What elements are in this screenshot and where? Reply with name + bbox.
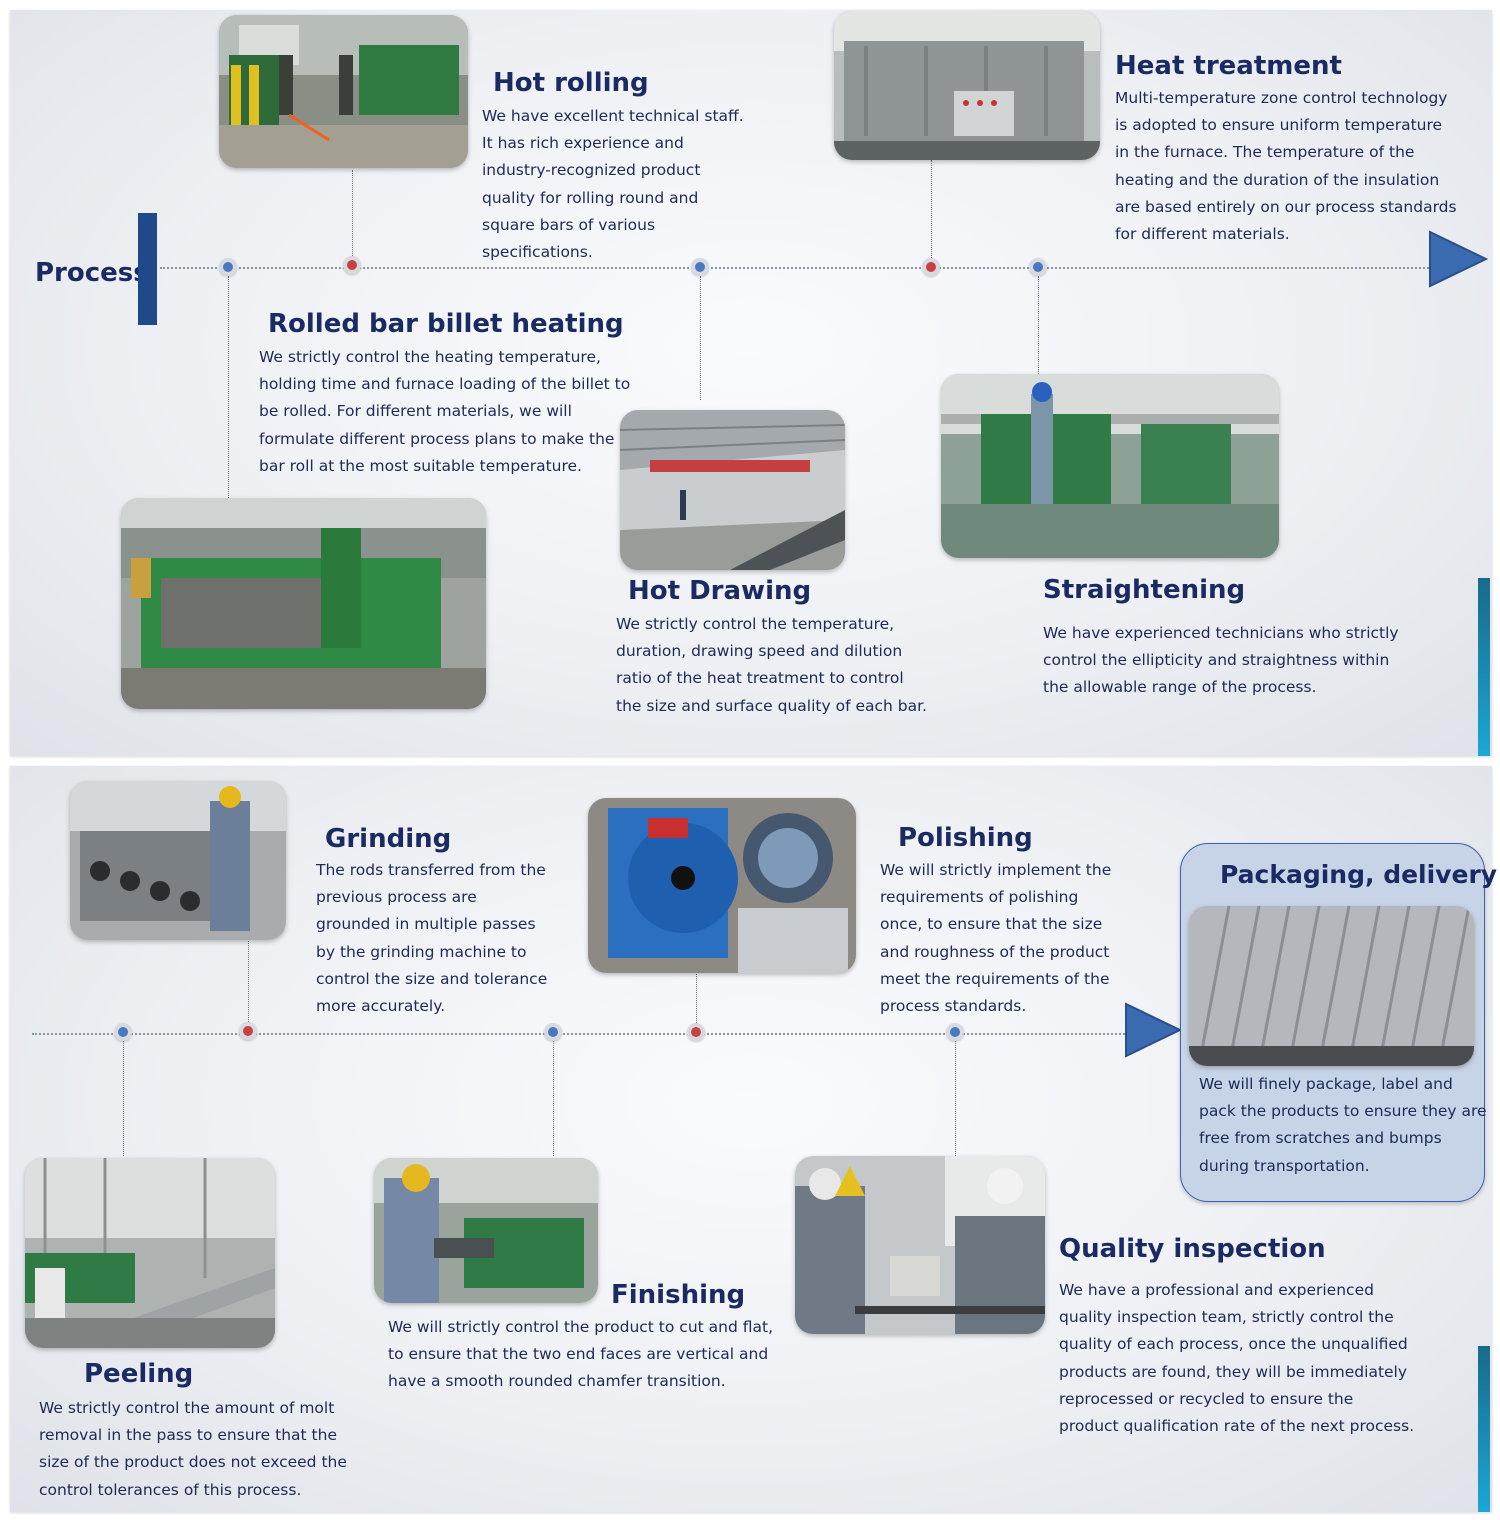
panel-accent-bar-bottom xyxy=(1478,1346,1490,1512)
straightening-photo xyxy=(941,374,1279,558)
panel-accent-bar xyxy=(1478,578,1490,756)
node-polishing xyxy=(687,1023,705,1041)
node-hot-rolling xyxy=(343,256,361,274)
node-quality xyxy=(946,1023,964,1041)
timeline-arrow-icon-bottom xyxy=(1125,1002,1182,1058)
heat-treatment-desc: Multi-temperature zone control technolog… xyxy=(1115,89,1457,244)
connector-straightening xyxy=(1038,276,1039,374)
polishing-photo xyxy=(588,798,856,973)
heat-treatment-photo xyxy=(834,11,1100,160)
hot-drawing-title: Hot Drawing xyxy=(628,576,812,606)
polishing-title: Polishing xyxy=(898,823,1033,853)
connector-hot-drawing xyxy=(700,276,701,400)
node-straightening xyxy=(1029,258,1047,276)
connector-finishing xyxy=(553,1041,554,1156)
process-label: Process xyxy=(35,258,149,288)
process-panel-top: Process xyxy=(10,10,1492,756)
connector-hot-rolling xyxy=(352,170,353,256)
node-hot-drawing xyxy=(691,258,709,276)
hot-rolling-title: Hot rolling xyxy=(493,68,649,98)
connector-grinding xyxy=(248,941,249,1022)
hot-drawing-photo xyxy=(620,410,845,570)
peeling-title: Peeling xyxy=(84,1359,194,1389)
node-heat-treatment xyxy=(922,258,940,276)
heat-treatment-title: Heat treatment xyxy=(1115,51,1342,81)
node-grinding xyxy=(239,1022,257,1040)
finishing-title: Finishing xyxy=(611,1280,746,1310)
node-peeling xyxy=(114,1023,132,1041)
timeline-line xyxy=(160,267,1440,269)
straightening-desc: We have experienced technicians who stri… xyxy=(1043,624,1399,697)
hot-drawing-desc: We strictly control the temperature,dura… xyxy=(616,615,927,715)
timeline-line-bottom xyxy=(32,1033,1128,1035)
quality-title: Quality inspection xyxy=(1059,1234,1326,1264)
hot-rolling-photo xyxy=(219,15,468,168)
grinding-photo xyxy=(70,781,286,940)
packaging-title: Packaging, delivery xyxy=(1220,860,1498,889)
connector-rolled-bar xyxy=(228,276,229,498)
straightening-title: Straightening xyxy=(1043,575,1246,605)
rolled-bar-title: Rolled bar billet heating xyxy=(268,309,624,339)
quality-photo xyxy=(795,1156,1045,1334)
finishing-photo xyxy=(374,1158,598,1303)
rolled-bar-desc: We strictly control the heating temperat… xyxy=(259,348,631,475)
node-finishing xyxy=(544,1023,562,1041)
connector-polishing xyxy=(696,974,697,1023)
hot-rolling-desc: We have excellent technical staff.It has… xyxy=(482,107,744,262)
connector-quality xyxy=(955,1041,956,1156)
grinding-title: Grinding xyxy=(325,824,452,854)
node-rolled-bar xyxy=(219,258,237,276)
timeline-arrow-icon xyxy=(1429,230,1488,288)
finishing-desc: We will strictly control the product to … xyxy=(388,1318,773,1391)
packaging-photo xyxy=(1189,906,1474,1066)
connector-peeling xyxy=(123,1041,124,1156)
rolled-bar-photo xyxy=(121,498,486,709)
connector-heat-treatment xyxy=(931,160,932,258)
process-bar xyxy=(138,213,157,325)
peeling-photo xyxy=(25,1158,275,1348)
